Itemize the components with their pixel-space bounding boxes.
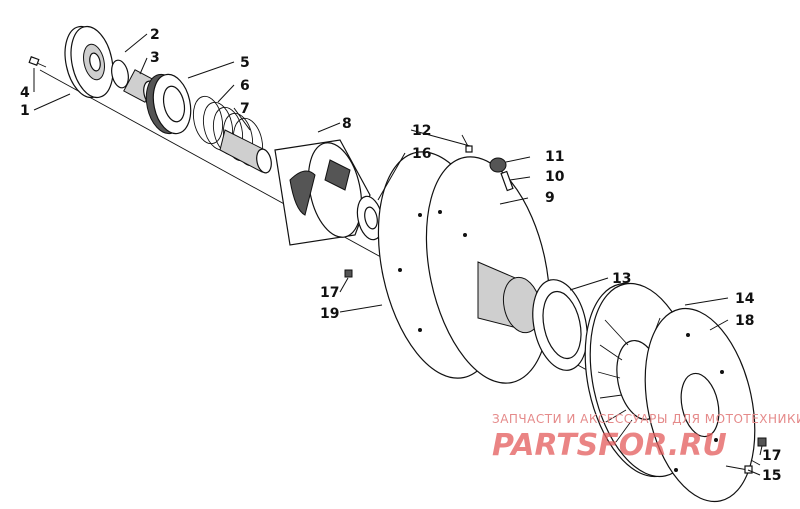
watermark-logo: PARTSFOR.RU <box>492 428 727 463</box>
watermark-tagline: ЗАПЧАСТИ И АКСЕССУАРЫ ДЛЯ МОТОТЕХНИКИ <box>492 412 800 426</box>
callout-9: 9 <box>545 190 555 206</box>
callout-labels: 1 2 3 4 5 6 7 8 9 10 11 12 13 14 15 16 1… <box>20 27 781 484</box>
callout-16: 16 <box>412 146 431 162</box>
callout-8: 8 <box>342 116 352 132</box>
part-9-movable-sheave <box>377 151 551 384</box>
part-17-screw-upper <box>344 269 353 278</box>
callout-14: 14 <box>735 291 755 307</box>
part-18-outer-plate <box>644 307 756 503</box>
part-7-shaft-sleeve <box>219 129 272 174</box>
callout-3: 3 <box>150 50 160 66</box>
part-2-snap-ring <box>111 59 129 89</box>
callout-11: 11 <box>545 149 564 165</box>
part-15-bolt <box>725 465 753 474</box>
part-11-button <box>489 157 507 173</box>
callout-17-lower: 17 <box>762 448 781 464</box>
callout-4: 4 <box>20 85 30 101</box>
callout-6: 6 <box>240 78 250 94</box>
part-4-screw <box>28 56 47 68</box>
callout-5: 5 <box>240 55 250 71</box>
callout-7: 7 <box>240 101 250 117</box>
part-10-pin <box>500 170 514 192</box>
part-17-screw-lower <box>757 437 767 447</box>
part-13-gasket <box>532 279 588 371</box>
callout-18: 18 <box>735 313 754 329</box>
callout-10: 10 <box>545 169 565 185</box>
part-5-spring-seat <box>145 73 192 135</box>
callout-13: 13 <box>612 271 631 287</box>
callout-2: 2 <box>150 27 160 43</box>
part-12-bolt <box>461 134 473 153</box>
leader-lines <box>33 33 763 476</box>
callout-19: 19 <box>320 306 339 322</box>
part-1-cover-plate <box>64 25 114 99</box>
callout-17-upper: 17 <box>320 285 339 301</box>
watermark: ЗАПЧАСТИ И АКСЕССУАРЫ ДЛЯ МОТОТЕХНИКИ PA… <box>492 412 800 463</box>
callout-15: 15 <box>762 468 781 484</box>
part-8-cam-housing <box>274 139 371 246</box>
callout-12: 12 <box>412 123 431 139</box>
callout-1: 1 <box>20 103 30 119</box>
